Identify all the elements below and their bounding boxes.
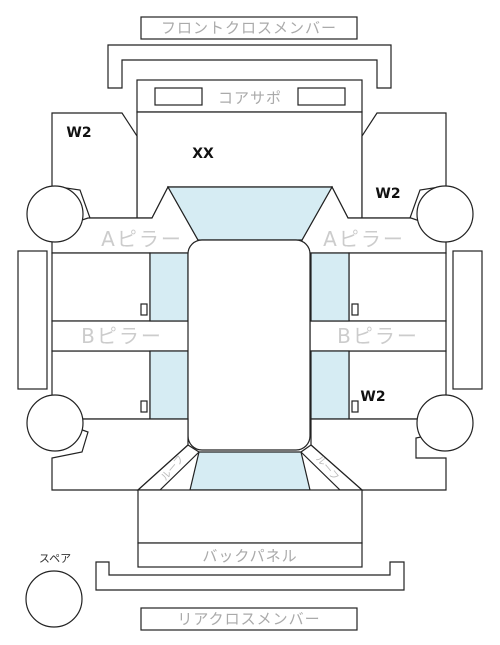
core-support-label: コアサポ	[218, 89, 282, 107]
front-left-window[interactable]	[149, 252, 189, 322]
front-right-fender[interactable]	[361, 112, 447, 219]
rear-right-wheel[interactable]	[416, 394, 474, 452]
rear-left-quarter[interactable]	[51, 418, 189, 491]
headlight-right[interactable]	[297, 87, 346, 106]
rear-bumper[interactable]	[95, 561, 405, 591]
front-right-window[interactable]	[310, 252, 350, 322]
rear-cross-member-label: リアクロスメンバー	[177, 610, 320, 628]
a-pillar-right-label: Aピラー	[323, 227, 405, 251]
rear-right-door-mark: W2	[360, 389, 385, 405]
front-bumper[interactable]	[107, 44, 392, 89]
spare-wheel[interactable]	[25, 570, 83, 628]
front-right-door-handle	[351, 303, 359, 316]
rear-left-wheel[interactable]	[26, 394, 84, 452]
rear-right-window[interactable]	[310, 350, 350, 420]
front-cross-member-box[interactable]	[140, 16, 358, 40]
right-side-bar[interactable]	[452, 250, 483, 390]
b-pillar-left-label: Bピラー	[81, 324, 163, 348]
rear-right-door-handle	[351, 400, 359, 413]
front-right-wheel[interactable]	[416, 185, 474, 243]
front-left-door-handle	[140, 303, 148, 316]
roof[interactable]	[187, 239, 311, 451]
front-left-wheel[interactable]	[26, 185, 84, 243]
front-right-door[interactable]	[348, 252, 447, 322]
rear-left-door-handle	[140, 400, 148, 413]
rear-left-window[interactable]	[149, 350, 189, 420]
rear-window[interactable]	[189, 451, 311, 491]
rear-cross-member-box[interactable]	[140, 607, 358, 631]
back-panel[interactable]	[137, 542, 363, 568]
windshield[interactable]	[166, 186, 334, 241]
b-pillar-right-label: Bピラー	[337, 324, 419, 348]
hood-mark: XX	[192, 146, 214, 162]
b-pillar-left[interactable]	[51, 320, 191, 352]
a-pillar-left-label: Aピラー	[101, 227, 183, 251]
front-right-fender-mark: W2	[375, 186, 400, 202]
headlight-left[interactable]	[154, 87, 203, 106]
trunk[interactable]	[137, 489, 363, 544]
front-left-door[interactable]	[51, 252, 151, 322]
b-pillar-right[interactable]	[309, 320, 447, 352]
spare-label: スペア	[39, 552, 71, 565]
front-left-fender-mark: W2	[66, 125, 91, 141]
back-panel-label: バックパネル	[202, 547, 297, 565]
left-side-bar[interactable]	[17, 250, 48, 390]
front-cross-member-label: フロントクロスメンバー	[161, 19, 337, 37]
